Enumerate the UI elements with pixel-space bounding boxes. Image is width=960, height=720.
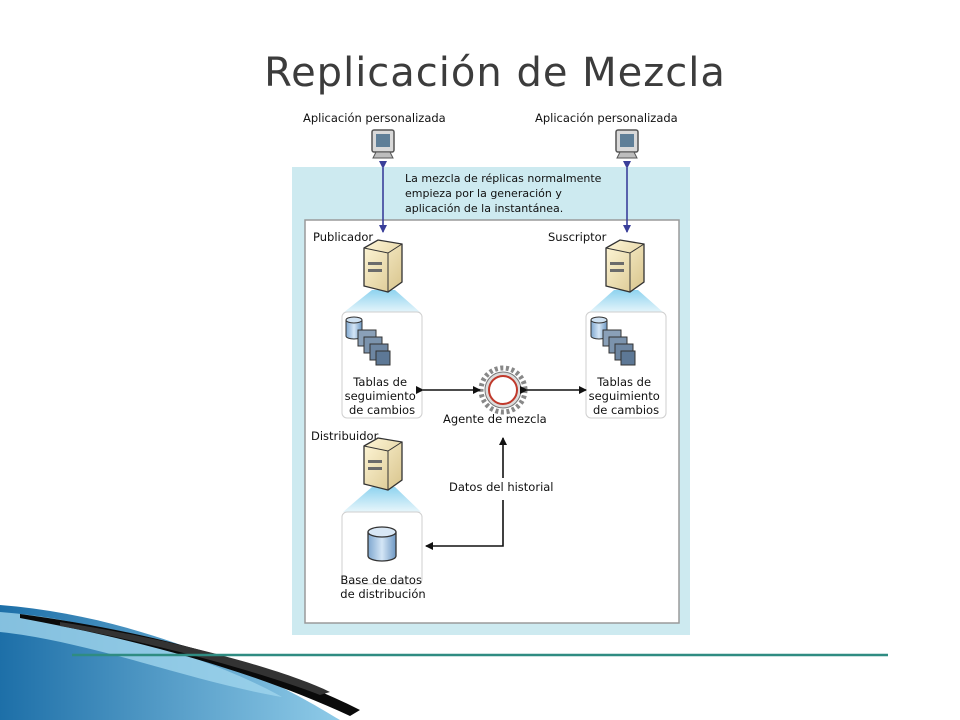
server-icon-distributor [363,437,403,491]
tables-caption-left: Tablas de seguimiento de cambios [345,375,420,417]
tracking-tables-icon-right [590,316,636,366]
publisher-label: Publicador [313,230,373,244]
tracking-tables-icon-left [345,316,391,366]
arrow-history-to-distribution-db [425,500,504,550]
history-data-label: Datos del historial [449,480,554,494]
subscriber-label: Suscriptor [548,230,607,244]
monitor-icon-left [371,129,395,159]
monitor-icon-right [615,129,639,159]
distribution-database-icon [367,526,397,562]
beam-subscriber [588,290,664,313]
app-label-right: Aplicación personalizada [535,111,678,125]
panel-note: La mezcla de réplicas normalmente empiez… [405,172,605,215]
tables-caption-right: Tablas de seguimiento de cambios [589,375,664,417]
merge-agent-gear-icon [478,365,528,415]
distributor-label: Distribuidor [311,429,379,443]
slide-title: Replicación de Mezcla [264,50,726,96]
beam-distributor [343,487,421,512]
server-icon-subscriber [605,239,645,293]
server-icon-publisher [363,239,403,293]
beam-publisher [343,290,421,313]
app-label-left: Aplicación personalizada [303,111,446,125]
merge-agent-label: Agente de mezcla [443,412,547,426]
distribution-db-caption: Base de datos de distribución [340,573,425,601]
